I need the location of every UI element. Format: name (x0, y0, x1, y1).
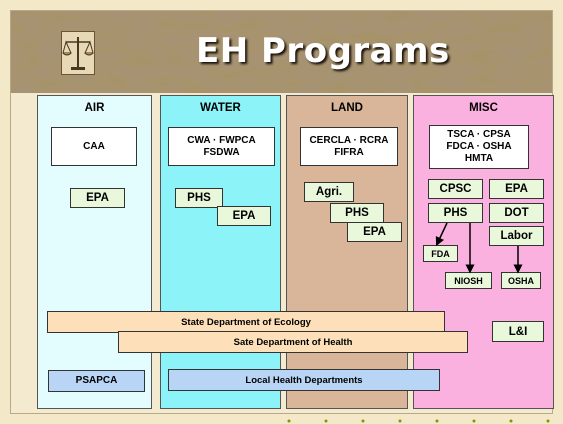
land-agency-agri: Agri. (304, 182, 354, 202)
misc-law-line-3: HMTA (464, 153, 494, 164)
misc-law-line-1: TSCA · CPSA (447, 129, 511, 140)
misc-arrows (435, 222, 523, 274)
land-agency-phs: PHS (330, 203, 384, 223)
column-air-header: AIR (84, 102, 105, 114)
water-agency-phs: PHS (175, 188, 223, 208)
column-air: AIR CAA EPA PSAPCA (37, 95, 152, 409)
land-law-box: CERCLA · RCRA FIFRA (300, 127, 398, 166)
land-law-line-1: CERCLA · RCRA (309, 134, 389, 146)
local-health-bar: Local Health Departments (168, 369, 440, 391)
marble-texture (11, 11, 552, 93)
decorative-dots (287, 419, 550, 423)
column-land: LAND CERCLA · RCRA FIFRA Agri. PHS EPA (286, 95, 408, 409)
misc-agency-epa: EPA (489, 179, 544, 199)
column-water-header: WATER (200, 102, 241, 114)
misc-agency-li: L&I (492, 321, 544, 342)
water-agency-epa: EPA (217, 206, 271, 226)
water-law-line-1: CWA · FWPCA (187, 134, 256, 146)
psapca-box: PSAPCA (48, 370, 145, 392)
column-misc-header: MISC (469, 102, 498, 114)
state-health-bar: Sate Department of Health (118, 331, 468, 353)
land-law-line-2: FIFRA (334, 146, 364, 158)
page-title: EH Programs (196, 31, 450, 71)
air-agency-epa: EPA (70, 188, 125, 208)
misc-law-box: TSCA · CPSA FDCA · OSHA HMTA (429, 125, 529, 169)
air-law-box: CAA (51, 127, 137, 166)
column-water: WATER CWA · FWPCA FSDWA PHS EPA (160, 95, 281, 409)
misc-agency-dot: DOT (489, 203, 544, 223)
misc-agency-labor: Labor (489, 226, 544, 246)
arrow-phs-to-fda (435, 222, 448, 247)
state-ecology-bar: State Department of Ecology (47, 311, 445, 333)
misc-agency-cpsc: CPSC (428, 179, 483, 199)
misc-law-line-2: FDCA · OSHA (446, 141, 512, 152)
land-agency-epa: EPA (347, 222, 402, 242)
water-law-line-2: FSDWA (203, 146, 240, 158)
title-banner: EH Programs (11, 11, 552, 93)
misc-agency-phs: PHS (428, 203, 483, 223)
water-law-box: CWA · FWPCA FSDWA (168, 127, 275, 166)
column-misc: MISC TSCA · CPSA FDCA · OSHA HMTA CPSC E… (413, 95, 554, 409)
scales-of-justice-icon (61, 31, 95, 75)
column-land-header: LAND (331, 102, 363, 114)
